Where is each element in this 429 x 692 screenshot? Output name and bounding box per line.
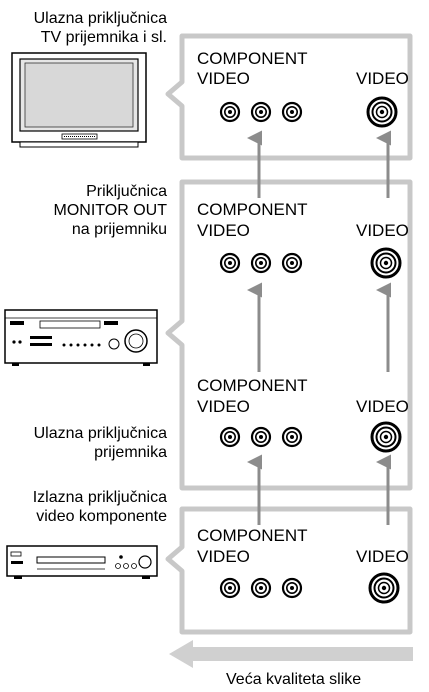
monitor-out-label-line1: Priključnica <box>86 183 167 200</box>
receiver-input-label: Ulazna priključnica prijemnika <box>34 424 167 462</box>
src-component-label-1: COMPONENT <box>197 526 308 545</box>
receiver-input-label-line2: prijemnika <box>94 444 167 461</box>
tv-input-label-line1: Ulazna priključnica <box>33 10 167 27</box>
tv-video-jack <box>366 96 398 128</box>
tv-component-label-1: COMPONENT <box>197 49 308 68</box>
monout-video-label: VIDEO <box>356 221 409 240</box>
video-output-label-line2: video komponente <box>36 508 167 525</box>
recin-component-label-1: COMPONENT <box>197 376 308 395</box>
tv-component-jack-y <box>219 101 241 123</box>
quality-label: Veća kvaliteta slike <box>226 671 362 688</box>
tv-input-label: Ulazna priključnica TV prijemnika i sl. <box>34 9 167 47</box>
quality-arrow <box>169 640 413 668</box>
src-component-label-2: VIDEO <box>197 547 250 566</box>
monout-component-jack-pb <box>250 252 272 274</box>
dvd-player-illustration <box>6 545 158 579</box>
recin-video-label: VIDEO <box>356 397 409 416</box>
tv-component-label-2: VIDEO <box>197 69 250 88</box>
monout-video-jack <box>370 247 402 279</box>
src-component-jack-y <box>219 577 241 599</box>
monout-component-jack-pr <box>281 252 303 274</box>
recin-component-jack-pb <box>250 426 272 448</box>
monitor-out-label-line3: na prijemniku <box>71 221 167 238</box>
monout-component-label-1: COMPONENT <box>197 200 308 219</box>
recin-component-jack-y <box>219 426 241 448</box>
tv-input-label-line2: TV prijemnika i sl. <box>40 29 167 46</box>
src-component-jack-pb <box>250 577 272 599</box>
video-output-label: Izlazna priključnica video komponente <box>33 488 167 526</box>
tv-component-jack-pb <box>250 101 272 123</box>
recin-video-jack <box>370 421 402 453</box>
tv-video-label: VIDEO <box>356 69 409 88</box>
tv-panel <box>165 33 413 161</box>
video-output-label-line1: Izlazna priključnica <box>32 489 167 506</box>
recin-component-jack-pr <box>281 426 303 448</box>
tv-illustration <box>11 52 147 148</box>
src-video-label: VIDEO <box>356 547 409 566</box>
src-video-jack <box>368 572 400 604</box>
tv-component-jack-pr <box>281 101 303 123</box>
recin-component-label-2: VIDEO <box>197 397 250 416</box>
monout-component-jack-y <box>219 252 241 274</box>
src-component-jack-pr <box>281 577 303 599</box>
monitor-out-label-line2: MONITOR OUT <box>53 202 167 219</box>
receiver-illustration <box>4 309 158 366</box>
monout-component-label-2: VIDEO <box>197 221 250 240</box>
monitor-out-label: Priključnica MONITOR OUT na prijemniku <box>54 182 167 239</box>
receiver-input-label-line1: Ulazna priključnica <box>33 425 167 442</box>
source-panel <box>165 506 413 635</box>
